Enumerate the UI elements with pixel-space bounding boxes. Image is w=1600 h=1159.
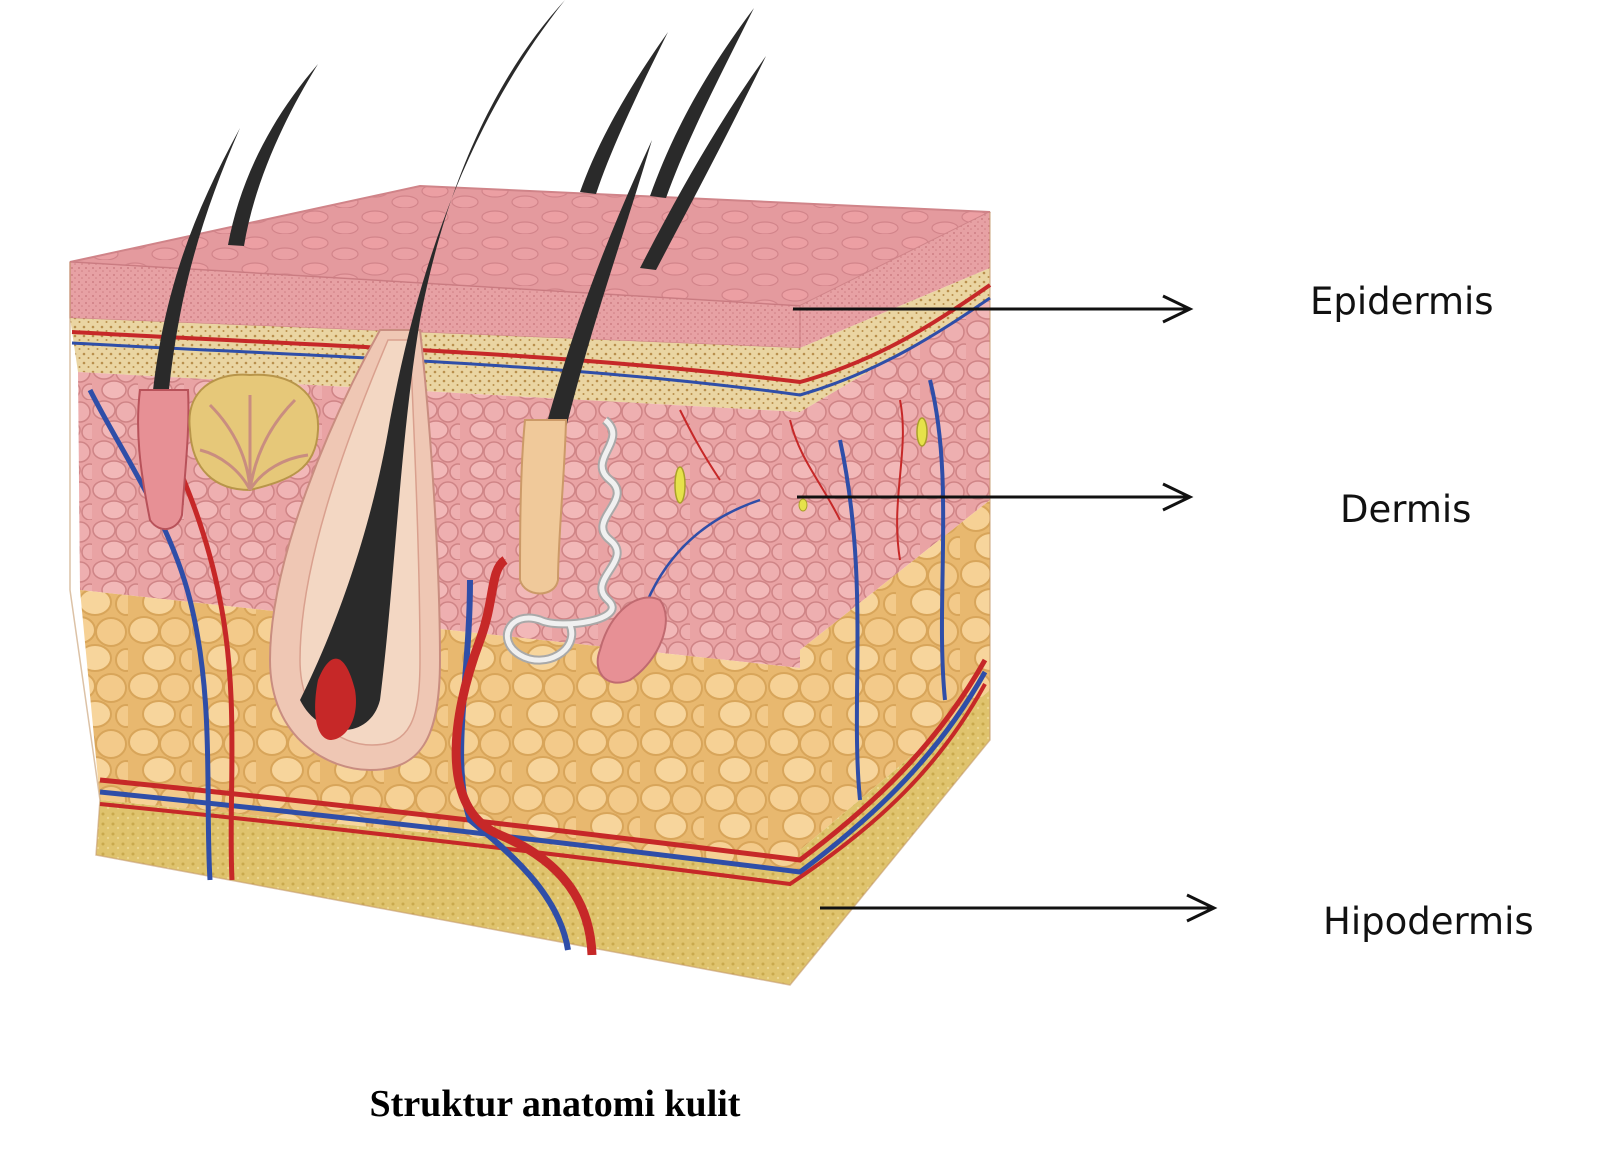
hair-large [300,0,565,730]
block-outline [69,212,991,986]
hair-bulb [315,658,356,740]
capillary-2 [679,409,721,481]
deep-vein-1 [99,670,988,875]
vertical-vein-left [87,388,213,881]
deep-artery-1 [99,658,988,863]
arrow-epidermis-head [1162,294,1194,324]
papillary-right-face [800,268,990,412]
capillary-1 [789,419,841,521]
vertical-vein-right [838,439,862,801]
capillary-4 [896,399,904,561]
hair-center-right [545,140,652,432]
hair-left-1 [150,128,240,420]
hypodermis-front-face [96,800,800,985]
hair-right-follicle [518,419,568,595]
pointer-arrows [793,294,1218,923]
hair-right-3 [640,56,766,270]
hair-right-2 [650,8,754,198]
vertical-vein-right-2 [928,379,947,701]
hair-right-1 [580,32,668,194]
hypodermis-right-face [790,690,990,985]
nerve-receptor-2 [916,417,928,447]
deep-artery-2 [99,683,987,887]
epidermis-right-face [800,212,990,348]
vertical-artery-mid [451,556,597,956]
dermis-right-face [800,300,990,650]
superficial-vein [71,296,991,397]
apocrine-gland [596,596,667,684]
superficial-artery [71,283,992,385]
sebaceous-gland [188,373,320,492]
hair-left-2 [228,64,318,246]
arrow-dermis-head [1162,482,1194,512]
arrow-hypodermis-head [1186,893,1218,923]
label-dermis: Dermis [1340,488,1472,531]
nerve-receptor-3 [798,498,808,512]
hair-left-follicle [137,389,190,530]
vertical-vein-mid [458,579,571,951]
figure-caption: Struktur anatomi kulit [369,1083,741,1125]
nerve-receptor-1 [674,466,686,504]
label-hypodermis: Hipodermis [1323,900,1534,943]
label-epidermis: Epidermis [1310,280,1494,323]
